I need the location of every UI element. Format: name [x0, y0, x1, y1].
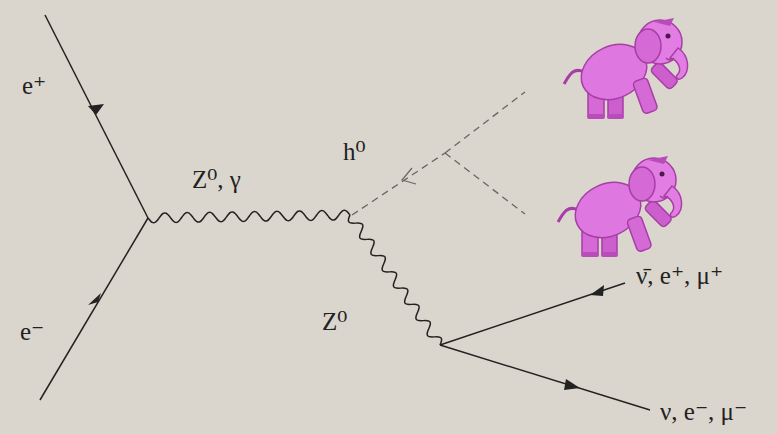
- elephant-figure: [558, 156, 682, 257]
- elephant-figure: [564, 18, 688, 119]
- particle-label: ν, e⁻, μ⁻: [660, 398, 747, 426]
- antifermion-line: [440, 283, 625, 345]
- arrowhead: [564, 379, 580, 390]
- propagator-label: h⁰: [343, 138, 366, 166]
- propagator-label: Z⁰: [322, 308, 347, 336]
- positron-line: [45, 15, 148, 218]
- fermion-line: [440, 345, 650, 410]
- particle-label: e⁺: [22, 72, 46, 100]
- propagator-label: Z⁰, γ: [192, 166, 241, 194]
- chevron-mark: [402, 168, 416, 184]
- particle-label: e⁻: [20, 318, 44, 346]
- decay-line: [445, 92, 525, 153]
- arrowhead: [88, 104, 104, 115]
- boson-line: [148, 210, 350, 223]
- higgs-line: [352, 153, 445, 215]
- electron-line: [40, 218, 148, 400]
- arrowhead: [590, 285, 604, 296]
- boson-line: [348, 215, 441, 345]
- particle-label: ν̄, e⁺, μ⁺: [636, 262, 723, 290]
- arrowhead: [88, 293, 101, 305]
- decay-line: [445, 153, 525, 214]
